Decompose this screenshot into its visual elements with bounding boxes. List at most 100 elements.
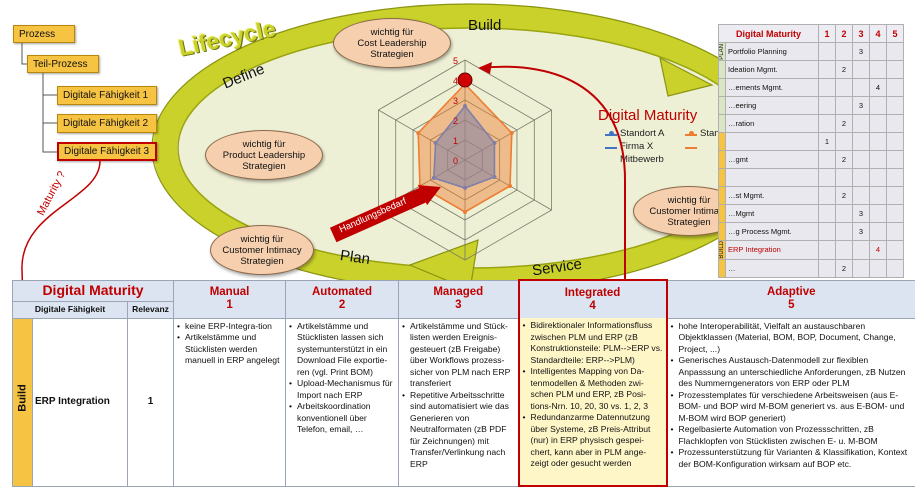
mini-cell [886,222,904,241]
service-arrow-head [408,239,479,290]
cell-bullet: Upload-Mechanismus für Import nach ERP [289,378,396,401]
legend-standort-a: Standort A [620,128,665,139]
radar-scale-label: 5 [453,56,458,66]
mini-cell [835,96,853,115]
mini-row-label: …st Mgmt. [725,186,819,205]
mini-cell [818,96,836,115]
cell-bullet: Artikelstämme und Stück-listen werden Er… [402,321,516,390]
mini-level-2: 2 [835,24,853,43]
mini-row-label: …Mgmt [725,204,819,223]
mini-cell [869,204,887,223]
mini-cell [852,150,870,169]
box-faehigkeit-1: Digitale Fähigkeit 1 [57,86,157,105]
mini-cell [818,222,836,241]
table-title: Digital Maturity [11,279,175,302]
mini-table-row [718,168,904,187]
mini-table-row: …g Process Mgmt.3 [718,222,904,241]
radar-point [431,176,436,180]
radar-point [492,175,497,179]
radar-point [463,186,467,190]
cell-automated: Artikelstämme und Stücklisten lassen sic… [285,317,400,487]
radar-scale-label: 0 [453,156,458,166]
phase-build: Build [468,17,502,34]
mini-row-label: …g Process Mgmt. [725,222,819,241]
mini-cell [835,204,853,223]
mini-cell [818,150,836,169]
mini-table-header: Digital Maturity [718,24,819,43]
handlungsbedarf-arrow: Handlungsbedarf [329,177,446,245]
mini-cell [835,132,853,151]
box-faehigkeit-2: Digitale Fähigkeit 2 [57,114,157,133]
oval-customer-intimacy-left: wichtig für Customer Intimacy Strategien [210,225,314,275]
box-faehigkeit-3: Digitale Fähigkeit 3 [57,142,157,161]
radar-title: Digital Maturity [598,107,698,124]
mini-row-label: Portfolio Planning [725,42,819,61]
cell-bullet: keine ERP-Integra-tion [177,321,283,333]
box-prozess: Prozess [13,25,75,43]
mini-row-label: … [725,258,819,278]
radar-point [492,141,497,145]
mini-cell [886,168,904,187]
mini-table-row: …st Mgmt. 2 [718,186,904,205]
cell-bullet: Bidirektionaler Informationsfluss zwisch… [523,320,664,366]
mini-cell [886,186,904,205]
mini-cell [886,114,904,133]
mini-row-label: …eering [725,96,819,115]
radar-scale-label: 4 [453,76,458,86]
mini-cell [886,42,904,61]
radar-scale-label: 3 [453,96,458,106]
mini-row-label: Ideation Mgmt. [725,60,819,79]
legend-mitbewerb: Mitbewerb [620,154,664,165]
radar-scale-label: 1 [453,136,458,146]
col-relevanz: Relevanz [126,300,175,319]
cell-bullet: Arbeitskoordination konventionell über T… [289,401,396,436]
legend-firma-x: Firma X [620,141,654,152]
radar-point [416,131,421,135]
mini-cell: 2 [835,258,853,278]
mini-cell [818,42,836,61]
mini-cell [852,258,870,278]
radar-point [433,141,438,145]
mini-table-row: …2 [718,258,904,278]
build-arrow-head [659,56,714,97]
cell-adaptive: hohe Interoperabilität, Vielfalt an aust… [666,317,915,487]
cell-bullet: Generisches Austausch-Datenmodell zur fl… [671,355,914,390]
mini-table-row: Ideation Mgmt.2 [718,60,904,79]
oval-product-leadership: wichtig für Product Leadership Strategie… [205,130,323,180]
cell-bullet: Prozesstemplates für verschiedene Arbeit… [671,390,914,425]
row-label: ERP Integration [32,317,128,487]
radar-scale-label: 2 [453,116,458,126]
mini-row-label: …gmt [725,150,819,169]
radar-point [509,131,514,135]
group-build: Build [12,317,33,487]
mini-level-4: 4 [869,24,887,43]
box-teil-prozess: Teil-Prozess [27,55,99,73]
col-faehigkeit: Digitale Fähigkeit [12,300,128,319]
cell-bullet: Artikelstämme und Stücklisten werden man… [177,332,283,367]
mini-cell [818,258,836,278]
oval-cost-leadership: wichtig für Cost Leadership Strategien [333,18,451,68]
radar-chart: 0 1 2 3 4 5 [377,56,553,261]
cell-bullet: Artikelstämme und Stücklisten lassen sic… [289,321,396,379]
mini-cell [852,60,870,79]
mini-row-label: ERP Integration [725,240,819,260]
radar-point [463,104,467,108]
mini-table-row: …ements Mgmt.4 [718,78,904,97]
mini-cell: 4 [869,78,887,97]
mini-cell [852,240,870,260]
cell-bullet: Repetitive Arbeitsschritte sind automati… [402,390,516,471]
mini-table-row: 1 [718,132,904,151]
mini-cell [818,78,836,97]
mini-cell: 2 [835,186,853,205]
radar-point [508,184,513,188]
mini-cell: 2 [835,150,853,169]
mini-cell [886,150,904,169]
mini-cell [869,42,887,61]
